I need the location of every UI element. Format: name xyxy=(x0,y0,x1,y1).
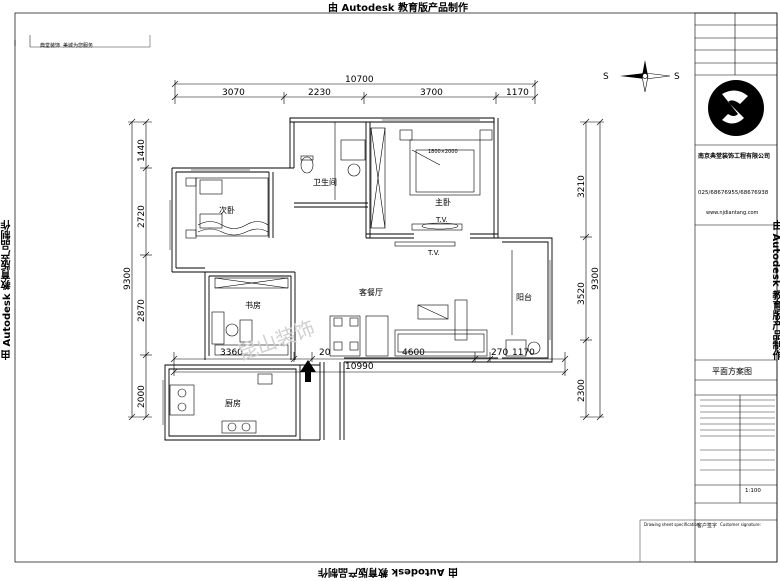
dimension-right xyxy=(580,118,604,421)
dim-right-overall: 9300 xyxy=(591,267,601,290)
entrance-arrow-icon xyxy=(300,360,316,382)
windows xyxy=(162,119,551,425)
dimension-top xyxy=(171,80,539,104)
dim-left-seg-2: 2720 xyxy=(137,205,147,228)
room-master-bedroom: 主卧 xyxy=(435,198,451,207)
customer-signature-en: Customer signature: xyxy=(720,522,761,527)
room-living-dining: 客餐厅 xyxy=(359,288,383,297)
drawing-sheet-spec: Drawing sheet specification xyxy=(644,522,700,527)
dim-left-seg-1: 1440 xyxy=(137,139,147,162)
dim-top-seg-3: 3700 xyxy=(420,88,443,98)
study-furniture xyxy=(211,277,289,356)
dim-top-overall: 10700 xyxy=(345,75,374,85)
room-second-bedroom: 次卧 xyxy=(219,206,235,215)
dim-top-seg-4: 1170 xyxy=(506,88,529,98)
dim-left-seg-4: 2000 xyxy=(137,385,147,408)
compass-icon: S S xyxy=(603,60,680,93)
title-block-rows xyxy=(700,399,775,471)
company-phone: 025/68676955/68676938 xyxy=(698,190,769,196)
dim-bottom-seg-3: 4600 xyxy=(402,348,425,358)
header-tag-2: 美城为您服务 xyxy=(63,43,94,49)
tv-label-master: T.V. xyxy=(436,216,448,224)
dim-right-seg-2: 3520 xyxy=(577,282,587,305)
dim-top-seg-2: 2230 xyxy=(308,88,331,98)
kitchen-fixtures xyxy=(169,373,273,434)
dim-right-seg-1: 3210 xyxy=(577,175,587,198)
dim-bottom-seg-5: 1170 xyxy=(512,348,535,358)
compass-east-label: S xyxy=(674,72,680,82)
tv-label-living: T.V. xyxy=(428,249,440,257)
balcony-fixtures xyxy=(505,250,541,357)
dim-bottom-seg-1: 3360 xyxy=(220,348,243,358)
dim-bottom-overall: 10990 xyxy=(345,362,374,372)
walls xyxy=(164,117,553,441)
room-kitchen: 厨房 xyxy=(225,399,241,408)
master-wardrobe xyxy=(370,127,386,229)
compass-west-label: S xyxy=(603,72,609,82)
master-bed-size: 1800×2000 xyxy=(428,149,458,155)
watermark-top: 由 Autodesk 教育版产品制作 xyxy=(328,3,469,14)
drawing-title: 平面方案图 xyxy=(712,367,752,376)
company-name: 南京典堂装饰工程有限公司 xyxy=(698,153,771,160)
header-tag-1: 典堂装饰 xyxy=(40,43,61,49)
dim-top-seg-1: 3070 xyxy=(222,88,245,98)
room-study: 书房 xyxy=(245,301,261,310)
dim-bottom-seg-4: 270 xyxy=(491,348,508,358)
company-logo-icon xyxy=(708,80,764,136)
dim-right-seg-3: 2300 xyxy=(577,379,587,402)
dim-bottom-seg-2: 20 xyxy=(319,348,331,358)
title-block-frame xyxy=(694,12,778,563)
master-bed xyxy=(399,129,493,196)
company-website: www.njdiantang.com xyxy=(706,210,759,216)
room-bathroom: 卫生间 xyxy=(313,178,337,187)
dimension-bottom xyxy=(170,352,569,376)
second-bed xyxy=(185,177,269,239)
drawing-scale: 1:100 xyxy=(745,488,761,494)
watermark-right: 由 Autodesk 教育版产品制作 xyxy=(770,220,780,361)
dim-left-seg-3: 2870 xyxy=(137,299,147,322)
living-furniture xyxy=(329,299,488,357)
customer-signature-cn: 客户签字 xyxy=(697,523,718,529)
plan-watermark-logo: 昆山装饰 xyxy=(234,315,317,365)
bathroom-fixtures xyxy=(300,122,366,200)
dim-left-overall: 9300 xyxy=(123,267,133,290)
room-balcony: 阳台 xyxy=(516,293,532,302)
tv-units xyxy=(394,222,463,247)
dimension-left xyxy=(128,118,152,421)
